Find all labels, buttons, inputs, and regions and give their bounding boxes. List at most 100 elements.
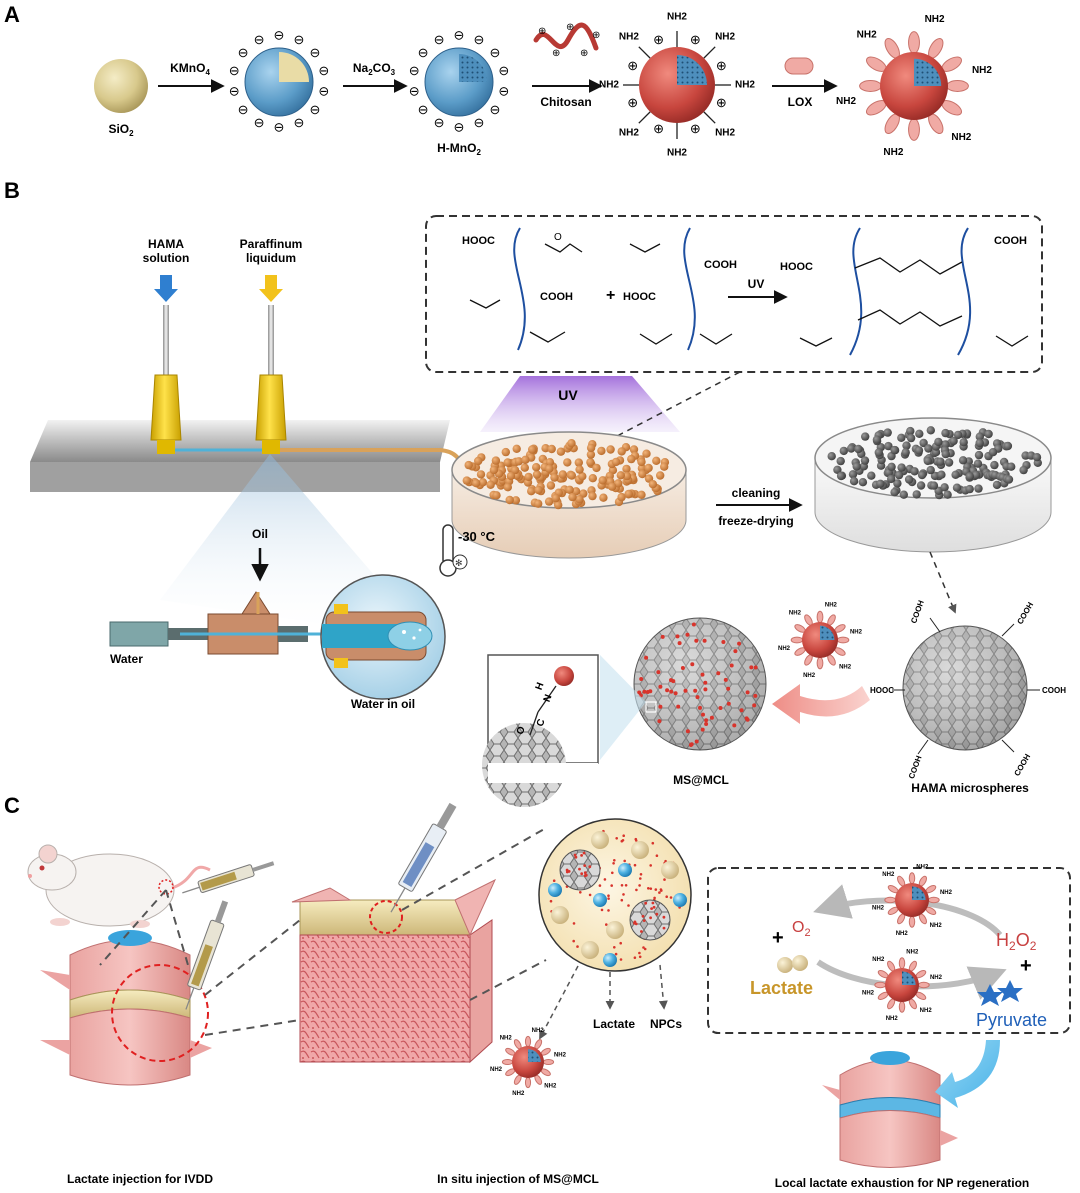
uv-beam-label: UV: [558, 387, 578, 403]
hama-droplet: [588, 491, 597, 501]
amine-label: NH2: [667, 148, 687, 159]
mcl-speck: [665, 688, 670, 693]
dried-microsphere: [944, 458, 954, 467]
mcl-dot: [658, 891, 661, 894]
mcl-speck: [698, 705, 702, 710]
dried-microsphere: [887, 474, 896, 484]
lactate-molecule: [581, 941, 599, 959]
mcl-speck: [685, 632, 690, 637]
mcl-dot: [615, 837, 618, 840]
charge-sign: ⊖: [409, 63, 420, 78]
mcl-dot: [613, 946, 616, 949]
hama-droplet: [644, 463, 653, 473]
mcl-dot: [649, 887, 653, 890]
mcl-speck: [726, 701, 731, 706]
svg-text:COOH: COOH: [540, 291, 573, 303]
mcl-speck: [703, 680, 708, 685]
dried-microsphere: [1004, 475, 1014, 484]
dried-microsphere: [923, 456, 932, 466]
dried-microsphere: [973, 459, 983, 468]
hama-droplet: [616, 471, 625, 480]
o2-label: O2: [792, 919, 811, 939]
catalytic-cycle-box: [707, 867, 1071, 1034]
hama-droplet: [527, 487, 536, 496]
rat-illustration: [27, 844, 211, 928]
dried-microsphere: [861, 432, 870, 441]
mcl-speck: [580, 854, 583, 857]
mcl-dot: [643, 947, 647, 951]
vertebra-cross-section: [291, 878, 497, 1064]
charge-sign: ⊖: [229, 63, 240, 78]
mcl-speck: [716, 671, 721, 676]
mcl-cutaway: [912, 886, 926, 900]
hama-droplet: [637, 457, 646, 467]
mcl-speck: [753, 693, 758, 698]
cleaning-label: cleaning: [732, 486, 781, 500]
charge-sign: ⊖: [274, 27, 285, 42]
local-environment-zoom: [538, 818, 692, 972]
mcl-dot: [614, 952, 618, 956]
amine-label: NH2: [906, 949, 919, 955]
rat-injection-site: [158, 879, 174, 895]
dried-microsphere: [974, 484, 983, 493]
mcl-speck: [723, 677, 728, 682]
svg-text:✻: ✻: [455, 558, 463, 568]
charge-sign: ⊖: [474, 32, 485, 47]
svg-text:COOH: COOH: [1015, 600, 1035, 625]
mcl-dot: [607, 897, 610, 900]
dried-microsphere: [848, 470, 858, 479]
mcl-speck: [701, 712, 705, 717]
ms-mcl-label: MS@MCL: [673, 773, 729, 787]
panel-a: A SiO2 KMnO4 ⊖⊖⊖⊖⊖⊖⊖⊖⊖⊖⊖⊖⊖⊖ Na2CO3 ⊖⊖⊖⊖⊖…: [4, 2, 992, 159]
mcl-speck: [644, 655, 649, 660]
hama-droplet: [578, 472, 587, 481]
dried-microsphere: [849, 477, 859, 486]
zoom-line-disc-top: [204, 919, 301, 996]
mcl-dot: [572, 922, 576, 925]
npcs-label: NPCs: [650, 1017, 682, 1031]
dried-microsphere: [941, 428, 950, 438]
dried-microsphere: [902, 441, 911, 450]
mcl-speck: [718, 706, 723, 710]
mcl-cutaway: [820, 625, 835, 640]
amine-label: NH2: [803, 673, 816, 679]
dried-microsphere: [943, 490, 952, 499]
mcl-dot: [622, 834, 625, 837]
amine-label: NH2: [490, 1067, 503, 1073]
amine-label: NH2: [930, 923, 943, 929]
mcl-dot: [611, 871, 614, 875]
mcl-speck: [690, 662, 695, 667]
mcl-dot: [588, 893, 592, 897]
mcl-dot: [603, 878, 607, 881]
lactate-molecule-2: [792, 955, 808, 971]
amine-label: NH2: [916, 864, 929, 870]
hama-droplet: [514, 457, 524, 466]
sio2-mno2-particle: [244, 47, 314, 117]
hama-droplet: [551, 493, 560, 503]
dried-microsphere: [951, 470, 960, 479]
amine-label: NH2: [862, 990, 875, 996]
mcl-speck: [651, 901, 655, 905]
amine-label: NH2: [920, 1008, 933, 1014]
hama-droplet: [511, 496, 521, 505]
hama-droplet: [624, 489, 633, 499]
lox-protrusion: [927, 896, 940, 904]
amine-bond: [638, 111, 651, 124]
npc-cell: [548, 883, 562, 897]
amine-label: NH2: [872, 905, 885, 911]
dried-microsphere: [919, 438, 928, 448]
amine-label: NH2: [883, 147, 903, 158]
dried-microsphere: [914, 446, 924, 455]
dried-microsphere: [890, 445, 899, 455]
mcl-dot: [647, 887, 650, 890]
kmno4-label: KMnO4: [170, 61, 210, 77]
mcl-speck: [694, 638, 699, 643]
lox-protrusion: [917, 981, 930, 989]
mcl-speck: [580, 872, 584, 876]
water-in-oil-zoom: [320, 574, 446, 700]
lox-protrusion: [524, 1035, 532, 1048]
amine-label: NH2: [532, 1028, 545, 1034]
h2o2-label: H2O2: [996, 930, 1037, 953]
